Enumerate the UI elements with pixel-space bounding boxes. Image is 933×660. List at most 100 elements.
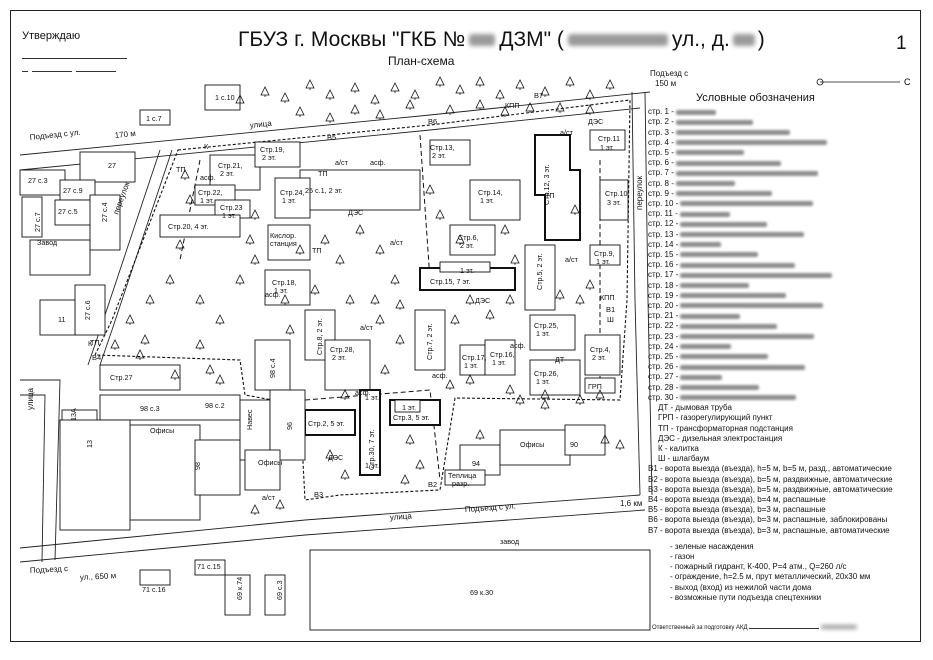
- building-9: [589, 244, 621, 266]
- map-label-kpp2: КПП: [600, 293, 615, 302]
- map-label-oxy: Кислор.: [270, 231, 296, 240]
- map-label-s21b: 2 эт.: [220, 169, 234, 178]
- map-label-ofisy1: Офисы: [150, 426, 174, 435]
- tree-icon: [505, 294, 515, 306]
- buildings-text: стр. 28 -: [648, 382, 679, 392]
- gate-marker: В2: [428, 480, 437, 489]
- legend-title: Условные обозначения: [696, 92, 815, 104]
- map-label-s20: Стр.20, 4 эт.: [168, 222, 208, 231]
- buildings-text: стр. 9 -: [648, 188, 674, 198]
- asphalt-label: асф.: [370, 158, 386, 167]
- redacted-description: [675, 170, 818, 176]
- building-30: [359, 389, 381, 476]
- building-11: [589, 129, 626, 151]
- redacted-house: [732, 34, 755, 47]
- office-block-3: [499, 429, 571, 466]
- buildings-text: стр. 30 -: [648, 392, 679, 402]
- approval-label: Утверждаю: [22, 30, 81, 42]
- abbrev-text: ДТ - дымовая труба: [658, 403, 732, 413]
- symbols-0: - зеленые насаждения: [648, 542, 920, 552]
- abbrev-1: ГРП - газорегулирующий пункт: [658, 413, 920, 423]
- map-label-s8: Стр.8, 2 эт.: [315, 319, 324, 355]
- tree-icon: [310, 284, 320, 296]
- map-label-s7: Стр.7, 2 эт.: [425, 324, 434, 360]
- tree-icon: [215, 374, 225, 386]
- map-label-s23: Стр.23: [220, 203, 242, 212]
- gates-5: В6 - ворота выезда (въезда), b=3 м, расп…: [648, 515, 920, 525]
- map-label-des1: ДЭС: [348, 208, 363, 217]
- map-label-s24b: 1 эт.: [282, 196, 296, 205]
- redacted-description: [675, 140, 827, 146]
- tree-icon: [195, 339, 205, 351]
- map-label-n98c3: 98 с.3: [140, 404, 160, 413]
- abbrev-text: ТП - трансформаторная подстанция: [658, 423, 793, 433]
- map-label-s17: Стр.17,: [462, 353, 486, 362]
- tree-icon: [510, 254, 520, 266]
- page-subtitle: План-схема: [388, 54, 455, 68]
- buildings-text: стр. 20 -: [648, 301, 679, 311]
- buildings-text: стр. 27 -: [648, 372, 679, 382]
- buildings-4: стр. 5 -: [648, 148, 920, 158]
- redacted-street: [567, 34, 668, 47]
- map-label-n27c5: 27 с.5: [58, 207, 78, 216]
- building-10: [599, 179, 629, 221]
- buildings-text: стр. 26 -: [648, 362, 679, 372]
- map-label-s17b: 1 эт.: [464, 361, 478, 370]
- symbols-text: - газон: [670, 551, 695, 561]
- map-label-n71c15: 71 с.15: [197, 562, 221, 571]
- tree-icon: [465, 294, 475, 306]
- gates-2: В3 - ворота выезда (въезда), b=5 м, разд…: [648, 485, 920, 495]
- map-label-s13b: 2 эт.: [432, 151, 446, 160]
- map-label-s16: Стр.16,: [490, 350, 514, 359]
- house-1-10: [204, 84, 241, 111]
- map-label-n98: 98: [193, 462, 202, 470]
- tree-icon: [140, 334, 150, 346]
- tree-icon: [125, 314, 135, 326]
- map-label-s30: Стр.30, 7 эт.: [367, 430, 376, 470]
- redacted-description: [675, 160, 781, 166]
- buildings-text: стр. 6 -: [648, 158, 674, 168]
- redacted-description: [680, 374, 723, 380]
- redacted-description: [675, 150, 744, 156]
- map-label-s19: Стр.19,: [260, 145, 284, 154]
- gates-6: В7 - ворота выезда (въезда), b=3 м, расп…: [648, 526, 920, 536]
- map-label-s5: Стр.5, 2 эт.: [535, 254, 544, 290]
- map-label-tp1: ТП: [176, 165, 186, 174]
- map-label-s21: Стр.21,: [218, 161, 242, 170]
- map-label-des4: ДЭС: [328, 453, 343, 462]
- tree-icon: [215, 314, 225, 326]
- tree-icon: [250, 254, 260, 266]
- tree-icon: [445, 379, 455, 391]
- buildings-19: стр. 20 -: [648, 301, 920, 311]
- map-label-n69k30: 69 к.30: [470, 588, 493, 597]
- symbols-1: - газон: [648, 552, 920, 562]
- approach-left: Подъезд с ул.: [29, 128, 81, 142]
- map-label-s18: Стр.18,: [272, 278, 296, 287]
- street-top: улица: [249, 119, 272, 130]
- map-label-s4b: 2 эт.: [592, 353, 606, 362]
- buildings-3: стр. 4 -: [648, 138, 920, 148]
- buildings-text: стр. 1 -: [648, 107, 674, 117]
- tree-icon: [505, 384, 515, 396]
- tree-icon: [475, 76, 485, 88]
- map-label-oxyb: станция: [270, 239, 297, 248]
- buildings-27: стр. 28 -: [648, 383, 920, 393]
- map-label-teplicab: разр.: [452, 479, 469, 488]
- approach-bottom: Подъезд с ул.: [465, 501, 517, 514]
- redacted-description: [680, 221, 768, 227]
- asphalt-label: асф.: [265, 290, 281, 299]
- tree-icon: [245, 234, 255, 246]
- house-27-7: [21, 196, 43, 238]
- tree-icon: [575, 294, 585, 306]
- redacted-description: [680, 272, 833, 278]
- abbrev-5: Ш - шлагбаум: [658, 454, 920, 464]
- map-label-nav: Навес: [245, 409, 254, 430]
- house-1-7: [139, 109, 171, 126]
- buildings-text: стр. 11 -: [648, 209, 678, 219]
- map-label-s15b: 1 эт.: [460, 266, 474, 275]
- buildings-2: стр. 3 -: [648, 128, 920, 138]
- redacted-description: [680, 385, 760, 391]
- redacted-description: [680, 395, 797, 401]
- map-label-tp2: ТП: [318, 169, 328, 178]
